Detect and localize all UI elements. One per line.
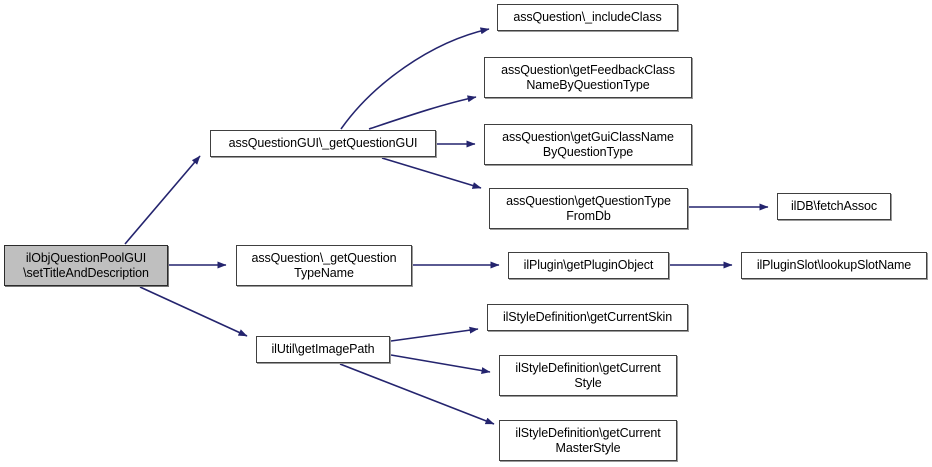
node-assquestiongui-getquestiongui[interactable]: assQuestionGUI\_getQuestionGUI: [210, 130, 436, 157]
node-ilplugin-getpluginobject[interactable]: ilPlugin\getPluginObject: [508, 252, 669, 279]
node-assquestion-getguiclassnamebyquestiontype[interactable]: assQuestion\getGuiClassName ByQuestionTy…: [484, 124, 692, 165]
node-ildb-fetchassoc[interactable]: ilDB\fetchAssoc: [777, 193, 891, 220]
node-assquestion-getquestiontypename[interactable]: assQuestion\_getQuestion TypeName: [236, 245, 412, 286]
node-assquestion-getfeedbackclassnamebyquestiontype[interactable]: assQuestion\getFeedbackClass NameByQuest…: [484, 57, 692, 98]
edge-getquestiongui-to-getquestiontypefromdb: [381, 157, 482, 189]
edge-getimagepath-to-getcurrentstyle: [390, 354, 491, 375]
node-ilpluginslot-lookupslotname[interactable]: ilPluginSlot\lookupSlotName: [741, 252, 927, 279]
node-ilstyledefinition-getcurrentstyle[interactable]: ilStyleDefinition\getCurrent Style: [499, 355, 677, 396]
node-ilobjquestionpoolgui-settitleanddescription[interactable]: ilObjQuestionPoolGUI \setTitleAndDescrip…: [4, 245, 168, 286]
edge-root-to-getquestiongui: [124, 155, 201, 245]
node-ilutil-getimagepath[interactable]: ilUtil\getImagePath: [256, 336, 390, 363]
edge-getimagepath-to-getcurrentskin: [390, 326, 479, 342]
node-ilstyledefinition-getcurrentmasterstyle[interactable]: ilStyleDefinition\getCurrent MasterStyle: [499, 420, 677, 461]
node-assquestion-getquestiontypefromdb[interactable]: assQuestion\getQuestionType FromDb: [489, 188, 688, 229]
node-assquestion-includeclass[interactable]: assQuestion\_includeClass: [497, 4, 678, 31]
edge-getquestiongui-to-getfeedbackclassname: [368, 95, 477, 130]
edge-getimagepath-to-getcurrentmasterstyle: [339, 363, 495, 425]
edge-root-to-getimagepath: [139, 286, 248, 337]
node-ilstyledefinition-getcurrentskin[interactable]: ilStyleDefinition\getCurrentSkin: [487, 304, 688, 331]
edge-getquestiongui-to-includeclass: [340, 27, 490, 130]
